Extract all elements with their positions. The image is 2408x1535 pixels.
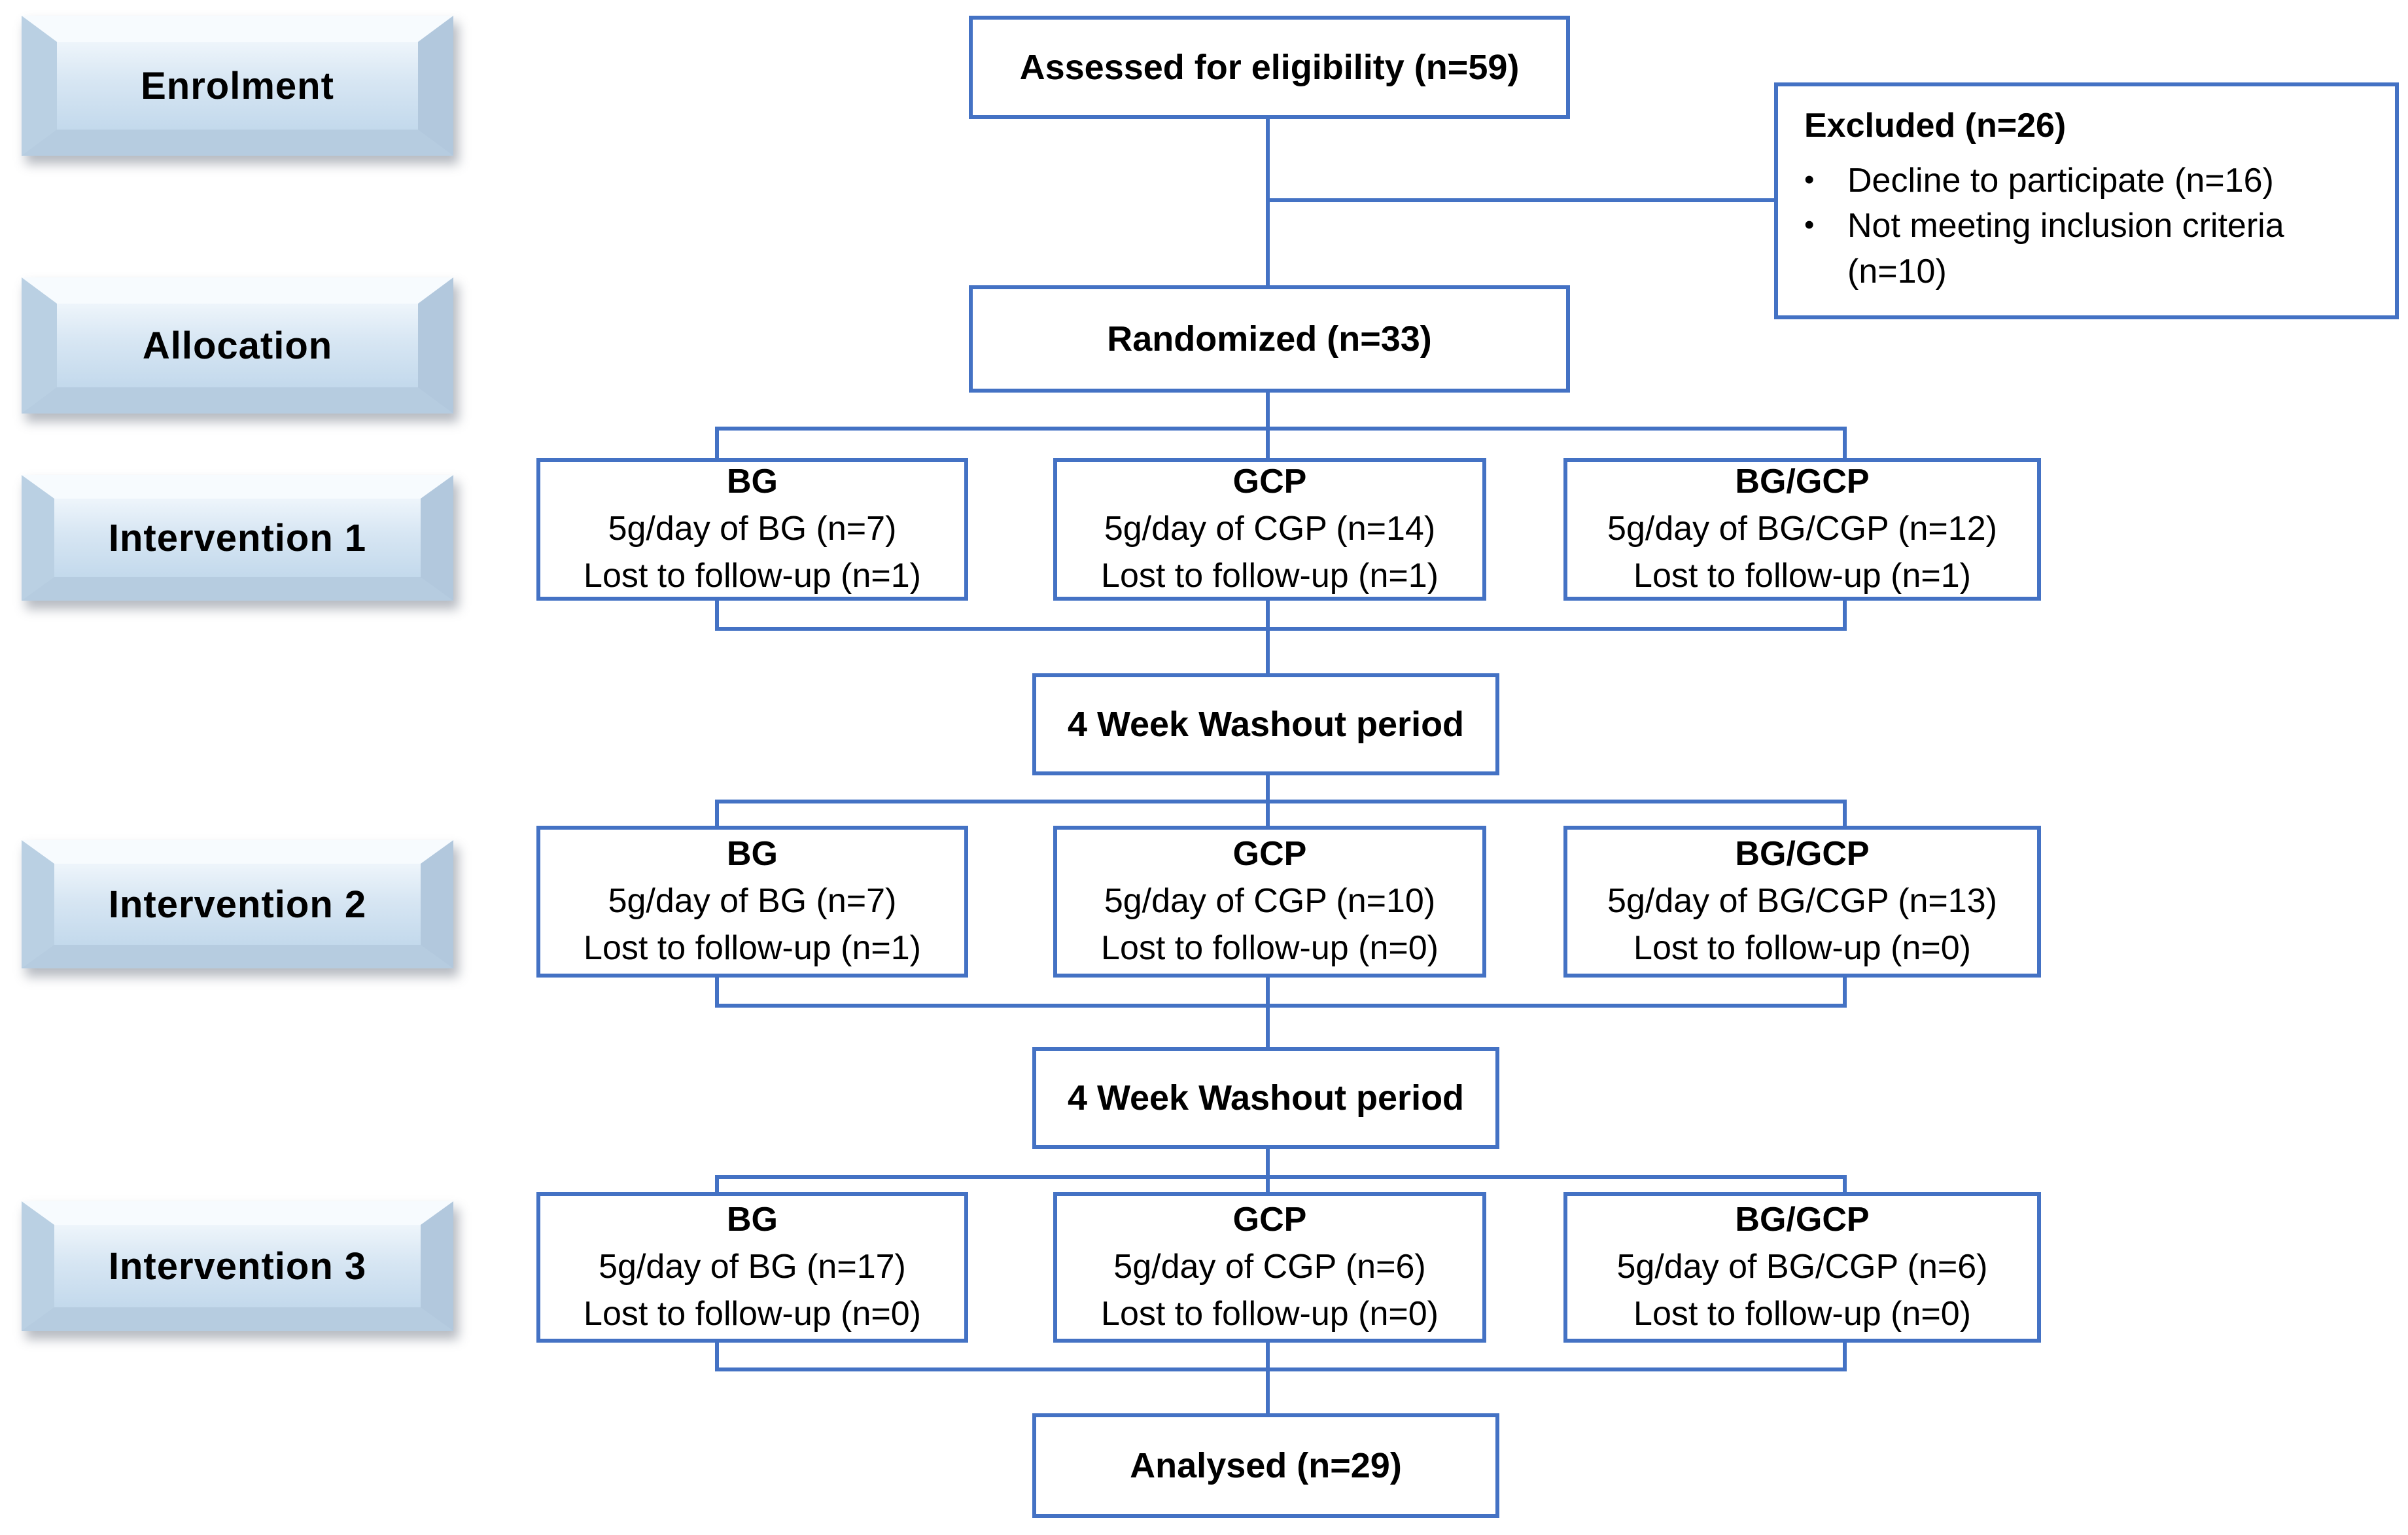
group-lost: Lost to follow-up (n=0) — [1101, 1294, 1439, 1333]
group-lost: Lost to follow-up (n=0) — [1633, 928, 1971, 967]
stage-label-intervention-1: Intervention 1 — [108, 516, 367, 559]
connector-washout2-down — [1266, 1149, 1270, 1175]
connector-row3-left-down — [715, 1343, 719, 1370]
connector-assessed-to-randomized — [1266, 119, 1270, 285]
box-analysed: Analysed (n=29) — [1032, 1413, 1499, 1518]
connector-distributor-1 — [715, 427, 1847, 431]
bullet-icon: • — [1804, 209, 1815, 241]
box-intervention3-bg: BG 5g/day of BG (n=17) Lost to follow-up… — [536, 1192, 968, 1343]
group-title: BG — [727, 1201, 778, 1239]
stage-button-intervention-1: Intervention 1 — [22, 475, 453, 601]
connector-stub-row2-center — [1266, 800, 1270, 826]
randomized-text: Randomized (n=33) — [1107, 319, 1432, 359]
stage-button-intervention-2: Intervention 2 — [22, 840, 453, 968]
connector-row2-center-down — [1266, 978, 1270, 1006]
connector-to-washout-1 — [1266, 627, 1270, 673]
assessed-text: Assessed for eligibility (n=59) — [1019, 47, 1520, 87]
group-dose: 5g/day of BG/CGP (n=6) — [1616, 1248, 1988, 1286]
box-washout-2: 4 Week Washout period — [1032, 1047, 1499, 1149]
connector-row1-left-down — [715, 601, 719, 631]
group-lost: Lost to follow-up (n=1) — [584, 556, 921, 595]
group-title: GCP — [1232, 463, 1307, 501]
connector-stub-row3-center — [1266, 1175, 1270, 1192]
connector-distributor-2 — [715, 800, 1847, 803]
box-intervention1-bggcp: BG/GCP 5g/day of BG/CGP (n=12) Lost to f… — [1563, 458, 2041, 601]
excluded-title: Excluded (n=26) — [1804, 107, 2067, 145]
washout1-text: 4 Week Washout period — [1067, 704, 1465, 744]
connector-row2-left-down — [715, 978, 719, 1006]
connector-stub-row2-right — [1843, 800, 1847, 826]
box-intervention2-bg: BG 5g/day of BG (n=7) Lost to follow-up … — [536, 826, 968, 978]
group-dose: 5g/day of BG (n=17) — [599, 1248, 906, 1286]
group-lost: Lost to follow-up (n=0) — [1633, 1294, 1971, 1333]
box-intervention1-gcp: GCP 5g/day of CGP (n=14) Lost to follow-… — [1053, 458, 1486, 601]
connector-collector-2 — [715, 1004, 1847, 1008]
group-dose: 5g/day of CGP (n=10) — [1104, 882, 1436, 921]
group-dose: 5g/day of BG (n=7) — [608, 510, 897, 548]
group-title: GCP — [1232, 835, 1307, 873]
stage-label-allocation: Allocation — [142, 324, 333, 367]
analysed-text: Analysed (n=29) — [1130, 1445, 1402, 1485]
connector-row1-center-down — [1266, 601, 1270, 631]
connector-branch-to-excluded — [1266, 198, 1774, 202]
connector-collector-3 — [715, 1367, 1847, 1371]
excluded-item: • Not meeting inclusion criteria (n=10) — [1804, 203, 2375, 294]
connector-to-analysed — [1266, 1367, 1270, 1413]
group-dose: 5g/day of CGP (n=14) — [1104, 510, 1436, 548]
connector-stub-row3-right — [1843, 1175, 1847, 1192]
group-dose: 5g/day of BG/CGP (n=12) — [1607, 510, 1997, 548]
connector-row1-right-down — [1843, 601, 1847, 631]
washout2-text: 4 Week Washout period — [1067, 1078, 1465, 1118]
connector-stub-row3-left — [715, 1175, 719, 1192]
group-dose: 5g/day of CGP (n=6) — [1113, 1248, 1426, 1286]
connector-row3-right-down — [1843, 1343, 1847, 1370]
box-randomized: Randomized (n=33) — [969, 285, 1570, 393]
box-excluded: Excluded (n=26) • Decline to participate… — [1774, 82, 2399, 319]
connector-stub-row1-center — [1266, 427, 1270, 458]
group-dose: 5g/day of BG (n=7) — [608, 882, 897, 921]
box-intervention3-bggcp: BG/GCP 5g/day of BG/CGP (n=6) Lost to fo… — [1563, 1192, 2041, 1343]
excluded-item-text: Not meeting inclusion criteria (n=10) — [1847, 207, 2284, 291]
stage-button-intervention-3: Intervention 3 — [22, 1201, 453, 1331]
group-title: GCP — [1232, 1201, 1307, 1239]
connector-stub-row1-right — [1843, 427, 1847, 458]
box-intervention3-gcp: GCP 5g/day of CGP (n=6) Lost to follow-u… — [1053, 1192, 1486, 1343]
excluded-item: • Decline to participate (n=16) — [1804, 158, 2375, 204]
stage-label-enrolment: Enrolment — [141, 64, 334, 107]
connector-row2-right-down — [1843, 978, 1847, 1006]
group-dose: 5g/day of BG/CGP (n=13) — [1607, 882, 1997, 921]
group-lost: Lost to follow-up (n=1) — [584, 928, 921, 967]
stage-label-intervention-3: Intervention 3 — [108, 1244, 367, 1288]
connector-collector-1 — [715, 627, 1847, 631]
excluded-item-text: Decline to participate (n=16) — [1847, 161, 2274, 200]
connector-stub-row2-left — [715, 800, 719, 826]
stage-label-intervention-2: Intervention 2 — [108, 883, 367, 926]
connector-stub-row1-left — [715, 427, 719, 458]
box-intervention2-gcp: GCP 5g/day of CGP (n=10) Lost to follow-… — [1053, 826, 1486, 978]
stage-button-enrolment: Enrolment — [22, 16, 453, 156]
connector-row3-center-down — [1266, 1343, 1270, 1370]
group-lost: Lost to follow-up (n=1) — [1633, 556, 1971, 595]
group-title: BG/GCP — [1735, 463, 1870, 501]
box-assessed: Assessed for eligibility (n=59) — [969, 16, 1570, 119]
connector-to-washout-2 — [1266, 1004, 1270, 1047]
connector-randomized-down — [1266, 393, 1270, 427]
connector-distributor-3 — [715, 1175, 1847, 1179]
group-lost: Lost to follow-up (n=1) — [1101, 556, 1439, 595]
bullet-icon: • — [1804, 163, 1815, 196]
box-intervention1-bg: BG 5g/day of BG (n=7) Lost to follow-up … — [536, 458, 968, 601]
box-intervention2-bggcp: BG/GCP 5g/day of BG/CGP (n=13) Lost to f… — [1563, 826, 2041, 978]
connector-washout1-down — [1266, 775, 1270, 800]
group-title: BG/GCP — [1735, 1201, 1870, 1239]
group-lost: Lost to follow-up (n=0) — [584, 1294, 921, 1333]
group-title: BG — [727, 463, 778, 501]
group-title: BG — [727, 835, 778, 873]
box-washout-1: 4 Week Washout period — [1032, 673, 1499, 775]
group-lost: Lost to follow-up (n=0) — [1101, 928, 1439, 967]
group-title: BG/GCP — [1735, 835, 1870, 873]
stage-button-allocation: Allocation — [22, 277, 453, 414]
